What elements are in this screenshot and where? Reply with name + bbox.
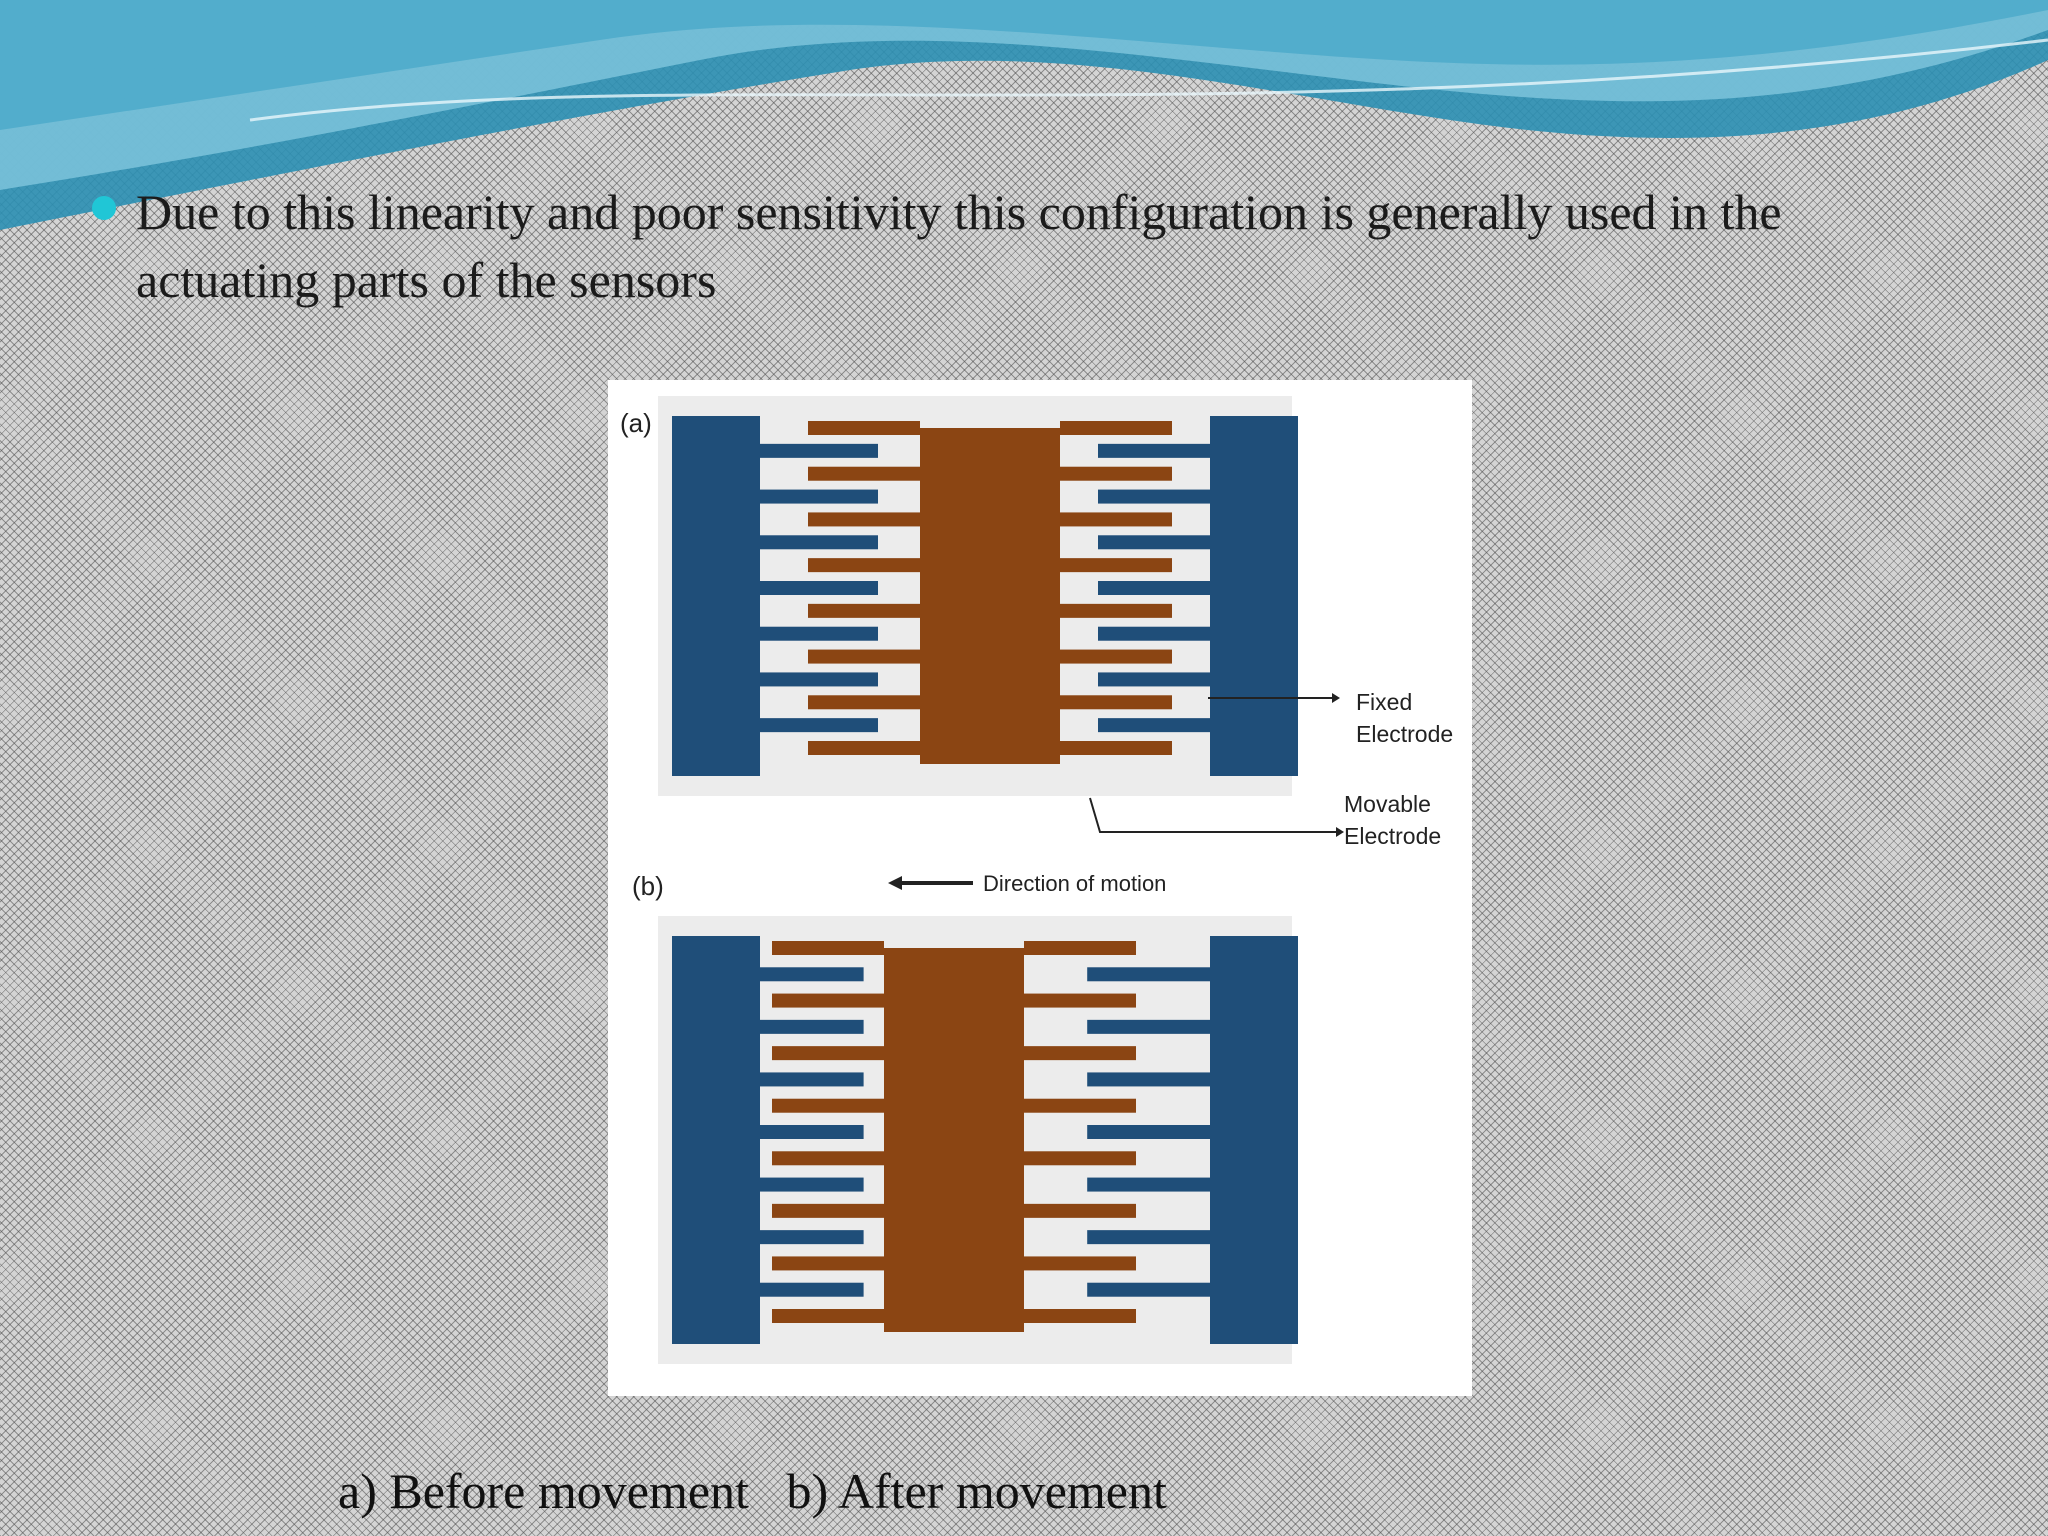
movable-electrode-body: [884, 948, 1024, 1332]
fixed-finger-right: [1087, 1019, 1210, 1034]
movable-finger-right: [1060, 512, 1172, 527]
movable-finger-right: [1060, 421, 1172, 435]
movable-finger-left: [808, 741, 920, 755]
fixed-finger-left: [760, 535, 878, 550]
fixed-finger-left: [760, 1282, 864, 1297]
movable-finger-left: [808, 421, 920, 435]
fixed-finger-right: [1087, 1282, 1210, 1297]
comb-drive-diagram: (a) (b) Fixed Electrode Movable Electrod…: [620, 396, 1453, 1364]
movable-finger-right: [1024, 941, 1136, 955]
fixed-finger-left: [760, 1125, 864, 1139]
bullet-text: Due to this linearity and poor sensitivi…: [136, 184, 1782, 308]
fixed-finger-right: [1087, 1072, 1210, 1087]
movable-finger-right: [1060, 741, 1172, 755]
movable-finger-left: [772, 993, 884, 1008]
fixed-electrode-right: [1210, 936, 1298, 1344]
movable-finger-left: [808, 695, 920, 710]
fixed-finger-right: [1098, 581, 1210, 595]
movable-finger-right: [1024, 1309, 1136, 1323]
fixed-label-line1: Fixed: [1356, 689, 1412, 715]
movable-finger-left: [808, 603, 920, 618]
comb-drive-figure: (a) (b) Fixed Electrode Movable Electrod…: [608, 380, 1472, 1396]
fixed-finger-right: [1098, 489, 1210, 504]
fixed-electrode-left: [672, 416, 760, 776]
movable-finger-right: [1024, 1256, 1136, 1271]
fixed-finger-left: [760, 443, 878, 458]
fixed-finger-left: [760, 718, 878, 733]
direction-arrow-icon: [888, 876, 902, 890]
fixed-electrode-right: [1210, 416, 1298, 776]
header-wave-decoration: [0, 0, 2048, 230]
movable-finger-right: [1024, 1151, 1136, 1166]
fixed-electrode-left: [672, 936, 760, 1344]
fixed-finger-left: [760, 1019, 864, 1034]
movable-electrode-pointer: [1089, 797, 1336, 833]
fixed-label-line2: Electrode: [1356, 721, 1453, 747]
fixed-finger-right: [1087, 1125, 1210, 1139]
fixed-finger-right: [1087, 1177, 1210, 1192]
direction-label: Direction of motion: [983, 871, 1166, 896]
bullet-dot-icon: [92, 196, 116, 220]
movable-label-line2: Electrode: [1344, 823, 1441, 849]
panel-a-label: (a): [620, 408, 652, 438]
movable-pointer-arrowhead: [1336, 827, 1344, 837]
fixed-finger-left: [760, 1230, 864, 1245]
movable-finger-right: [1060, 558, 1172, 573]
movable-finger-right: [1060, 695, 1172, 710]
fixed-finger-right: [1098, 672, 1210, 687]
movable-finger-left: [808, 558, 920, 573]
movable-finger-left: [772, 941, 884, 955]
fixed-finger-right: [1087, 967, 1210, 982]
movable-finger-left: [772, 1151, 884, 1166]
fixed-pointer-arrowhead: [1332, 693, 1340, 703]
fixed-finger-left: [760, 967, 864, 982]
movable-finger-right: [1024, 1203, 1136, 1218]
movable-finger-right: [1060, 603, 1172, 618]
fixed-finger-right: [1098, 626, 1210, 641]
movable-finger-left: [772, 1098, 884, 1113]
fixed-finger-right: [1098, 535, 1210, 550]
fixed-finger-right: [1098, 718, 1210, 733]
movable-finger-left: [772, 1256, 884, 1271]
movable-finger-right: [1060, 649, 1172, 664]
movable-finger-left: [808, 466, 920, 481]
movable-finger-left: [772, 1309, 884, 1323]
figure-caption: a) Before movement b) After movement: [338, 1463, 1167, 1519]
fixed-finger-left: [760, 672, 878, 687]
movable-finger-left: [808, 512, 920, 527]
movable-finger-right: [1024, 1098, 1136, 1113]
fixed-finger-left: [760, 489, 878, 504]
movable-finger-right: [1024, 1046, 1136, 1061]
panel-b-label: (b): [632, 871, 664, 901]
movable-finger-left: [772, 1203, 884, 1218]
movable-finger-left: [808, 649, 920, 664]
movable-finger-right: [1060, 466, 1172, 481]
movable-electrode-body: [920, 428, 1060, 764]
fixed-finger-left: [760, 1072, 864, 1087]
fixed-finger-right: [1087, 1230, 1210, 1245]
movable-label-line1: Movable: [1344, 791, 1431, 817]
fixed-finger-right: [1098, 443, 1210, 458]
fixed-finger-left: [760, 581, 878, 595]
fixed-finger-left: [760, 626, 878, 641]
movable-finger-right: [1024, 993, 1136, 1008]
movable-finger-left: [772, 1046, 884, 1061]
fixed-finger-left: [760, 1177, 864, 1192]
